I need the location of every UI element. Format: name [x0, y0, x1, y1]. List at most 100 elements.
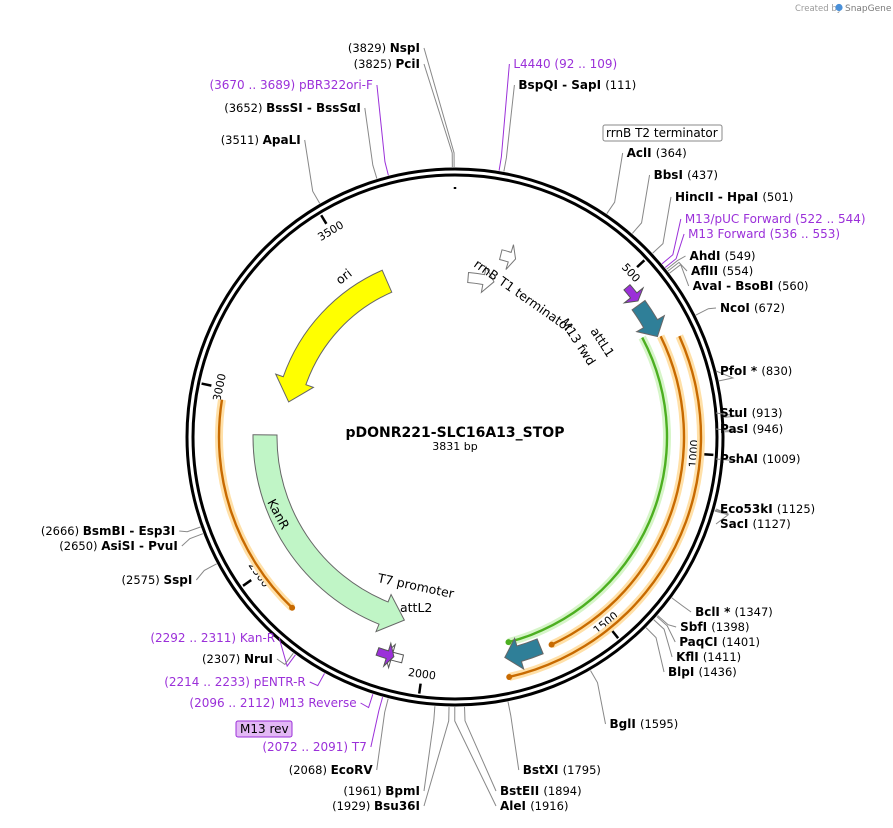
leader-aflii: [667, 261, 688, 272]
leader-m13fwd-primer: [664, 233, 685, 268]
orf-halo-0: [507, 335, 671, 647]
tick-2000: [417, 683, 422, 694]
backbone-outer: [185, 167, 725, 707]
feature-arrows: [252, 244, 666, 671]
label-pasi: PasI (946): [720, 422, 783, 436]
leader-hincii: [652, 196, 672, 254]
svg-text:M13 rev: M13 rev: [240, 722, 289, 736]
label-ecorv: (2068) EcoRV: [289, 763, 374, 777]
label-nspi: (3829) NspI: [348, 41, 420, 55]
label-bsu36i: (1929) Bsu36I: [332, 799, 420, 813]
label-paqci: PaqCI (1401): [679, 635, 760, 649]
label-bcli: BclI * (1347): [695, 605, 773, 619]
label-sbfi: SbfI (1398): [680, 620, 749, 634]
leader-bsu36i: [423, 706, 450, 807]
plasmid-length: 3831 bp: [432, 440, 477, 453]
label-t7: (2072 .. 2091) T7: [262, 740, 366, 754]
label-m13rev: (2096 .. 2112) M13 Reverse: [189, 696, 356, 710]
label-bsmbi: (2666) BsmBI - Esp3I: [41, 524, 175, 538]
feature-kanr: [252, 434, 406, 633]
leader-asisi: [181, 533, 204, 547]
tick-label-3500: 3500: [315, 218, 346, 244]
label-sspi: (2575) SspI: [122, 573, 193, 587]
leader-m13rev: [360, 694, 374, 709]
label-m13puc: M13/pUC Forward (522 .. 544): [685, 212, 866, 226]
label-l4440: L4440 (92 .. 109): [513, 57, 617, 71]
leader-pshai: [715, 458, 739, 462]
tick-label-2000: 2000: [407, 666, 437, 683]
leader-apali: [304, 139, 321, 204]
credit-text: Created by: [795, 4, 842, 14]
inner-label-t7-promoter: T7 promoter: [375, 570, 456, 601]
leader-t7: [370, 696, 384, 748]
leader-pbr322: [376, 84, 389, 176]
orf-tracks: [215, 334, 705, 681]
label-aflii: AflII (554): [691, 264, 753, 278]
feature-m13-fwd: [622, 283, 645, 304]
feature-attl1: [631, 299, 666, 338]
feature-rrnb-t1-terminator: [467, 265, 495, 294]
tick-3500: [320, 214, 328, 225]
orf-line-1: [551, 335, 686, 646]
leader-pfoi: [715, 370, 735, 382]
boxed-label-m13-rev: M13 rev: [235, 720, 293, 738]
leader-bspqi: [503, 84, 515, 172]
feature-m13-rev: [375, 641, 395, 668]
leader-acli: [606, 152, 624, 214]
orf-tip-3: [289, 604, 296, 611]
label-nrui: (2307) NruI: [202, 652, 273, 666]
tick-500: [636, 259, 646, 269]
label-bpmi: (1961) BpmI: [343, 784, 420, 798]
leader-nrui: [276, 652, 294, 666]
leader-bpmi: [423, 706, 436, 792]
leader-ecorv: [376, 698, 389, 771]
tick-1500: [610, 629, 620, 639]
label-bsteii: BstEII (1894): [500, 784, 582, 798]
snapgene-logo-icon: [835, 3, 843, 12]
leader-bsmbi: [179, 526, 201, 533]
label-kfli: KflI (1411): [676, 650, 741, 664]
leader-kfli: [653, 619, 673, 658]
leader-blpi: [645, 627, 665, 673]
leader-m13puc: [661, 218, 682, 265]
leader-ncoi: [695, 307, 717, 316]
leader-bsteii: [464, 706, 497, 792]
tick-label-3000: 3000: [210, 372, 228, 402]
label-asisi: (2650) AsiSI - PvuI: [59, 539, 178, 553]
leader-bsssi: [364, 107, 378, 179]
leader-sspi: [195, 563, 217, 581]
leader-saci: [714, 510, 730, 525]
label-bgli: BglI (1595): [610, 717, 679, 731]
boxed-label-rrnb-t2: rrnB T2 terminator: [602, 124, 723, 142]
inner-label-attl2: attL2: [400, 600, 432, 615]
inner-label-m13-fwd: M13 fwd: [557, 315, 598, 368]
label-pbr322: (3670 .. 3689) pBR322ori-F: [209, 78, 373, 92]
backbone-inner: [191, 173, 719, 701]
leader-pcii: [423, 63, 453, 168]
feature-rrnb-t2-terminator: [498, 244, 517, 270]
label-stui: StuI (913): [720, 406, 783, 420]
label-bbsi: BbsI (437): [654, 168, 718, 182]
label-m13fwd-primer: M13 Forward (536 .. 553): [688, 227, 840, 241]
orf-halo-1: [549, 334, 688, 649]
tick-2500: [242, 579, 252, 587]
label-apali: (3511) ApaLI: [221, 133, 301, 147]
orf-tip-1: [548, 641, 555, 648]
leader-kanr-primer: [278, 637, 296, 668]
label-saci: SacI (1127): [720, 517, 791, 531]
leader-bstxi: [507, 701, 520, 771]
label-avai: AvaI - BsoBI (560): [693, 279, 809, 293]
leader-eco53ki: [714, 508, 729, 515]
leader-bgli: [590, 670, 606, 725]
plasmid-name: pDONR221-SLC16A13_STOP: [346, 425, 565, 441]
label-acli: AclI (364): [627, 146, 687, 160]
label-kanr-primer: (2292 .. 2311) Kan-R: [150, 631, 275, 645]
svg-text:rrnB T2 terminator: rrnB T2 terminator: [606, 126, 718, 140]
credit-brand: SnapGene: [845, 4, 892, 14]
orf-tip-2: [506, 673, 513, 680]
feature-attl2: [504, 637, 544, 671]
label-bstxi: BstXI (1795): [523, 763, 601, 777]
orf-halo-3: [215, 399, 295, 611]
leader-ahdi: [666, 255, 686, 270]
tick-3000: [201, 382, 212, 387]
